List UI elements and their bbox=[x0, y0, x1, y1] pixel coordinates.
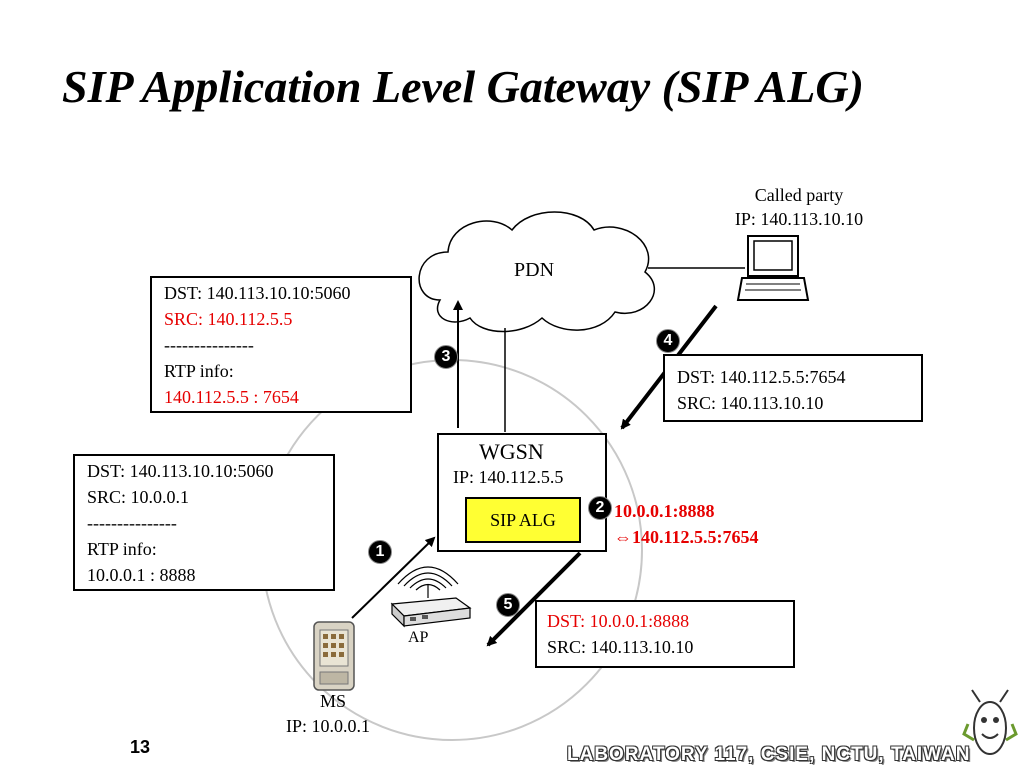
nat-mapping-public: ⇔140.112.5.5:7654 bbox=[614, 527, 759, 547]
wgsn-ip: IP: 140.112.5.5 bbox=[453, 467, 564, 487]
alg-outgoing-src: SRC: 140.112.5.5 bbox=[164, 309, 293, 329]
access-point-icon bbox=[390, 566, 472, 628]
arrow-step-1 bbox=[351, 536, 436, 619]
reply-outgoing-message-box: DST: 10.0.0.1:8888 SRC: 140.113.10.10 bbox=[535, 600, 795, 668]
called-party-ip: IP: 140.113.10.10 bbox=[734, 209, 864, 229]
alg-outgoing-dst: DST: 140.113.10.10:5060 bbox=[164, 283, 351, 303]
mascot-icon bbox=[962, 689, 1018, 755]
called-party-label: Called party IP: 140.113.10.10 bbox=[704, 183, 894, 231]
reply-incoming-message-box: DST: 140.112.5.5:7654 SRC: 140.113.10.10 bbox=[663, 354, 923, 422]
lab-footer: LABORATORY 117, CSIE, NCTU, TAIWAN bbox=[567, 744, 971, 765]
alg-outgoing-rtp-label: RTP info: bbox=[164, 361, 234, 381]
ms-outgoing-rtp-value: 10.0.0.1 : 8888 bbox=[87, 565, 196, 585]
arrow-step-5 bbox=[486, 551, 582, 647]
step-badge-4: 4 bbox=[656, 329, 680, 353]
wgsn-node: WGSN IP: 140.112.5.5 SIP ALG bbox=[437, 433, 607, 552]
ms-outgoing-rtp-label: RTP info: bbox=[87, 539, 157, 559]
reply-outgoing-dst: DST: 10.0.0.1:8888 bbox=[547, 611, 690, 631]
page-title: SIP Application Level Gateway (SIP ALG) bbox=[62, 61, 864, 112]
reply-outgoing-src: SRC: 140.113.10.10 bbox=[547, 637, 694, 657]
pda-icon bbox=[313, 621, 355, 691]
step-badge-2: 2 bbox=[588, 496, 612, 520]
reply-incoming-dst: DST: 140.112.5.5:7654 bbox=[677, 367, 846, 387]
ms-outgoing-message-box: DST: 140.113.10.10:5060 SRC: 10.0.0.1 --… bbox=[73, 454, 335, 591]
alg-outgoing-rtp-value: 140.112.5.5 : 7654 bbox=[164, 387, 299, 407]
laptop-icon bbox=[736, 235, 810, 301]
pdn-cloud bbox=[418, 211, 656, 333]
ap-label: AP bbox=[408, 629, 429, 646]
step-badge-1: 1 bbox=[368, 540, 392, 564]
nat-mapping-private: 10.0.0.1:8888 bbox=[614, 501, 715, 521]
alg-outgoing-sep: --------------- bbox=[164, 335, 254, 355]
ms-outgoing-src: SRC: 10.0.0.1 bbox=[87, 487, 190, 507]
page-number: 13 bbox=[130, 737, 151, 757]
reply-incoming-src: SRC: 140.113.10.10 bbox=[677, 393, 824, 413]
pdn-label: PDN bbox=[514, 259, 555, 281]
ms-label: MS bbox=[320, 691, 347, 711]
ms-ip-label: IP: 10.0.0.1 bbox=[286, 716, 371, 736]
ms-outgoing-sep: --------------- bbox=[87, 513, 177, 533]
ms-outgoing-dst: DST: 140.113.10.10:5060 bbox=[87, 461, 274, 481]
alg-outgoing-message-box: DST: 140.113.10.10:5060 SRC: 140.112.5.5… bbox=[150, 276, 412, 413]
step-badge-5: 5 bbox=[496, 593, 520, 617]
sip-alg-block: SIP ALG bbox=[465, 497, 581, 543]
step-badge-3: 3 bbox=[434, 345, 458, 369]
nat-mapping: 10.0.0.1:8888 ⇔140.112.5.5:7654 bbox=[614, 498, 759, 550]
wgsn-title: WGSN bbox=[479, 439, 544, 464]
called-party-title: Called party bbox=[754, 185, 844, 205]
